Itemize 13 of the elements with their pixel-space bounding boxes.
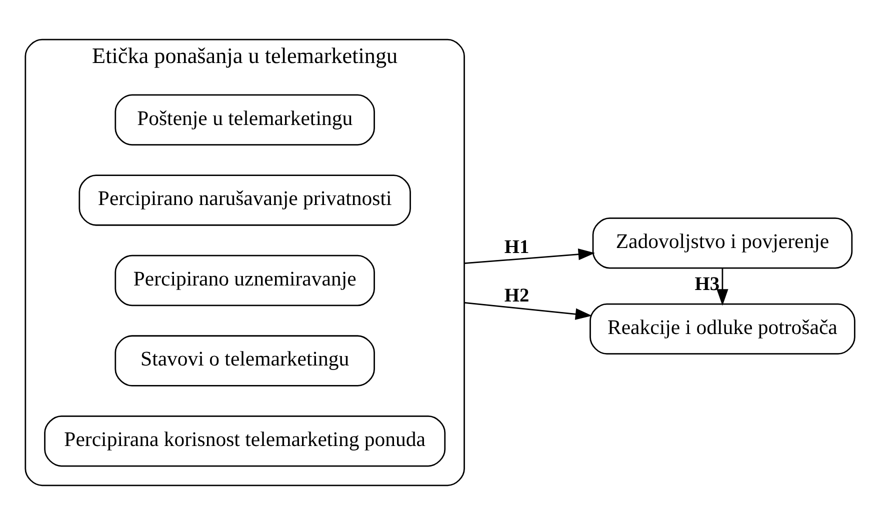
- node-box: Reakcije i odluke potrošača: [590, 303, 856, 355]
- edge-label: H2: [504, 286, 530, 307]
- node-box: Percipirano uznemiravanje: [114, 254, 375, 306]
- node-box: Percipirano narušavanje privatnosti: [78, 174, 411, 226]
- edge-label: H3: [694, 274, 720, 295]
- arrow: [464, 248, 595, 264]
- arrow: [716, 268, 728, 306]
- node-box: Percipirana korisnost telemarketing ponuda: [44, 415, 446, 467]
- node-box: Zadovoljstvo i povjerenje: [592, 218, 853, 269]
- node-box: Poštenje u telemarketingu: [114, 94, 375, 146]
- arrow: [464, 302, 592, 320]
- edge-label: H1: [504, 237, 530, 258]
- node-box: Stavovi o telemarketingu: [114, 335, 375, 386]
